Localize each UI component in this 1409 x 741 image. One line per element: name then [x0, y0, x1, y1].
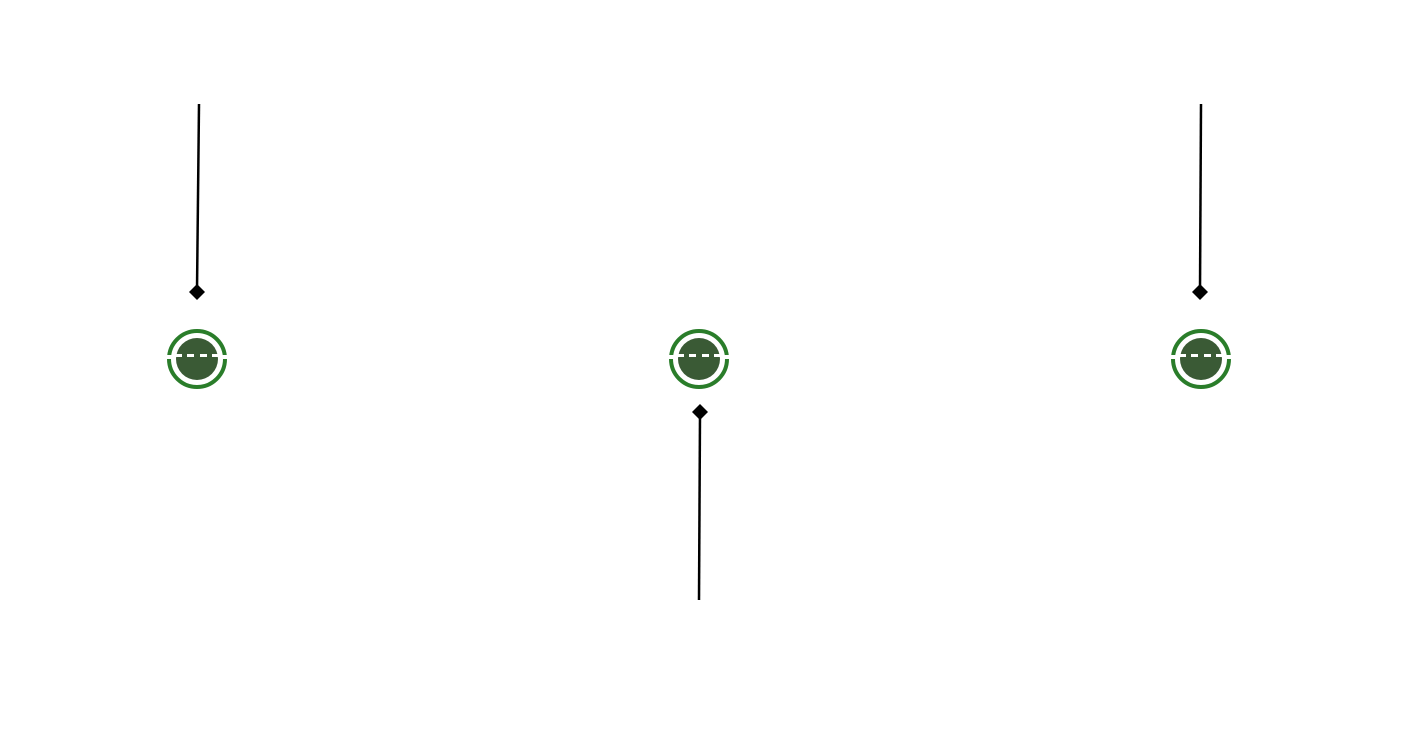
- diamond-arrowhead-icon: [1192, 284, 1208, 300]
- connector-right[interactable]: [1192, 103, 1208, 300]
- node-center[interactable]: [668, 329, 730, 389]
- diamond-arrowhead-icon: [189, 284, 205, 300]
- smiley-face-icon: [1170, 329, 1232, 389]
- smiley-face-icon: [166, 329, 228, 389]
- connector-center[interactable]: [692, 404, 708, 601]
- connector-left[interactable]: [189, 103, 205, 300]
- connector-line: [1198, 103, 1203, 291]
- node-right[interactable]: [1170, 329, 1232, 389]
- connector-line: [697, 413, 702, 601]
- smiley-face-icon: [668, 329, 730, 389]
- connector-line: [195, 103, 201, 291]
- node-left[interactable]: [166, 329, 228, 389]
- diamond-arrowhead-icon: [692, 404, 708, 420]
